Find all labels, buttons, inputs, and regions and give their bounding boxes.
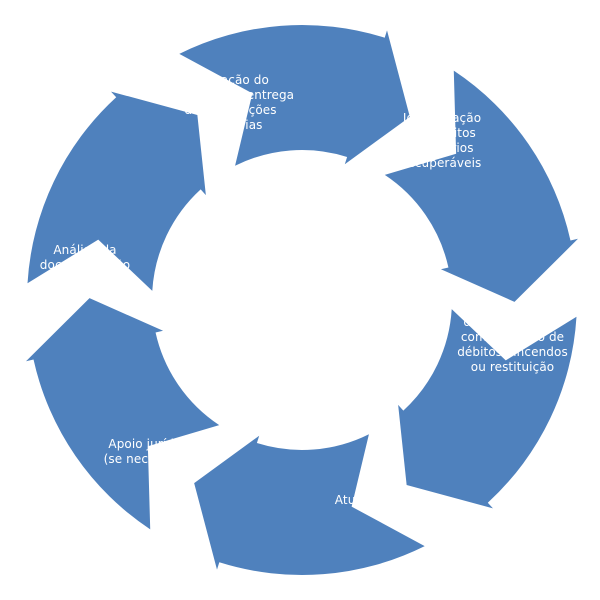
- cycle-arrow-segment-2: [384, 70, 578, 302]
- step-5-label: Apoio jurídica (se necessário): [103, 437, 197, 466]
- cycle-arrow-segment-5: [26, 298, 220, 530]
- cycle-arrow-segment-4: [194, 434, 425, 575]
- cycle-arrow-segment-3: [398, 309, 577, 509]
- step-2-label: Identificação de créditos tributários re…: [402, 111, 482, 170]
- step-6-label: Análise da documentação: [39, 243, 131, 272]
- cycle-arrow-segment-6: [27, 91, 206, 291]
- cycle-arrow-segment-1: [179, 25, 410, 166]
- step-3-label: Levantamento dos créditos por compensaçã…: [457, 300, 568, 374]
- step-4-label: Atualização: [334, 493, 406, 507]
- step-1-label: Apuração do tributo até a entrega das ob…: [166, 73, 295, 132]
